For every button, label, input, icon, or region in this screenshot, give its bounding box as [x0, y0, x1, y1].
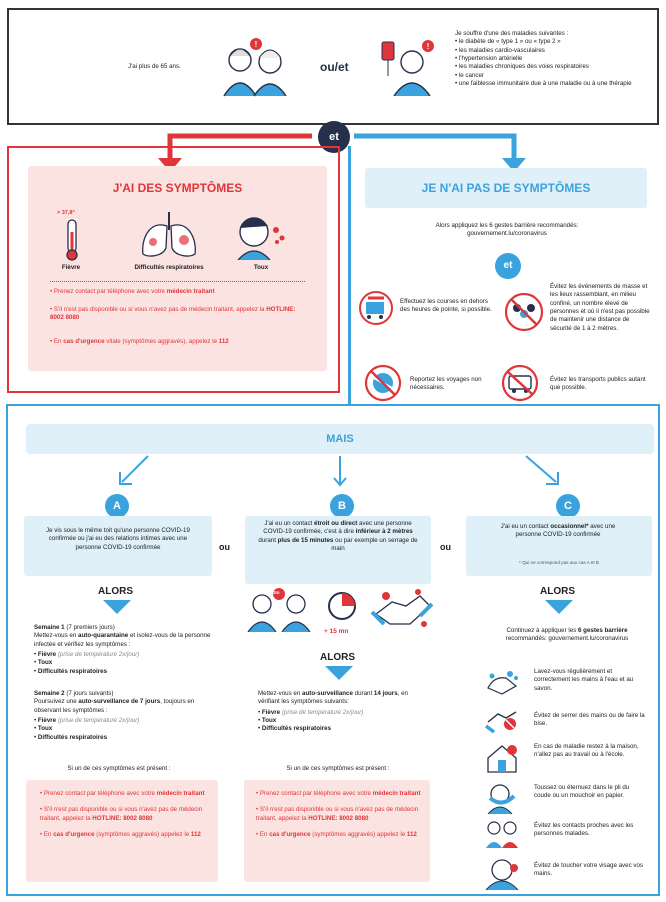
gesture-travel: Reportez les voyages non nécessaires. — [410, 376, 482, 392]
lungs-icon — [142, 212, 196, 257]
scenario-b-text: J'ai eu un contact étroit ou direct avec… — [258, 520, 418, 553]
ou-et-label: ou/et — [320, 60, 349, 74]
disease-item: • une faiblesse immunitaire due à une ma… — [455, 80, 632, 88]
symptoms-frame — [7, 146, 340, 393]
stay-home-icon — [487, 745, 517, 773]
scenario-c-text: J'ai eu un contact occasionnel* avec une… — [500, 523, 616, 539]
bus-forbidden-icon — [501, 364, 539, 402]
svg-text:!: ! — [427, 42, 430, 51]
gesture-crowds: Évitez les événements de masse et les li… — [550, 283, 650, 332]
gesture-face-touch: Évitez de toucher votre visage avec vos … — [534, 862, 644, 878]
scenario-c-badge: C — [556, 494, 580, 518]
patient-icon: ! — [381, 40, 434, 97]
symptom-breathing: Difficultés respiratoires — [134, 264, 204, 271]
mais-title: MAIS — [326, 433, 354, 445]
contact-frame — [6, 404, 660, 896]
scenario-a-badge: A — [105, 494, 129, 518]
gesture-no-handshake: Évitez de serrer des mains ou de faire l… — [534, 712, 645, 728]
thermometer-icon — [66, 219, 78, 261]
diseases-list: Je souffre d'une des maladies suivantes … — [455, 30, 645, 89]
travel-forbidden-icon — [364, 364, 402, 402]
alors-a-arrow — [103, 600, 131, 614]
age-text: J'ai plus de 65 ans. — [128, 63, 181, 70]
col-a-action-card — [26, 780, 218, 882]
clock-icon — [328, 592, 356, 620]
symptom-cough: Toux — [253, 264, 269, 271]
alors-c-arrow — [545, 600, 573, 614]
symptoms-card — [28, 166, 327, 371]
col-b-surveillance: Mettez-vous en auto-surveillance durant … — [258, 690, 408, 733]
gesture-stay-home: En cas de maladie restez à la maison, n'… — [534, 743, 639, 759]
disease-item: • les maladies chroniques des voies resp… — [455, 63, 589, 71]
time-label: + 15 mn — [324, 628, 349, 635]
shopping-cart-icon — [359, 291, 393, 325]
svg-text:!: ! — [255, 40, 258, 49]
disease-item: • les maladies cardio-vasculaires — [455, 46, 545, 54]
et-badge-blue: et — [495, 253, 521, 279]
cough-icon — [237, 217, 285, 260]
alors-b-label: ALORS — [320, 652, 355, 663]
alors-a-label: ALORS — [98, 586, 133, 597]
crowd-forbidden-icon — [504, 292, 544, 332]
temperature-label: > 37,8° — [57, 210, 75, 216]
col-c-intro: Continuez à appliquer les 6 gestes barri… — [505, 627, 629, 643]
scenario-b-badge: B — [330, 494, 354, 518]
handshake-icon — [370, 589, 434, 627]
sneeze-elbow-icon — [487, 784, 516, 814]
gesture-wash-hands: Lavez-vous régulièrement et correctement… — [534, 668, 634, 692]
col-b-if-present: Si un de ces symptômes est présent : — [286, 765, 390, 772]
scenario-c-card — [466, 516, 652, 576]
diseases-intro: Je souffre d'une des maladies suivantes … — [455, 30, 569, 37]
disease-item: • le diabète de « type 1 » ou « type 2 » — [455, 38, 561, 46]
scenario-arrows — [119, 455, 559, 487]
hand-washing-icon — [487, 671, 518, 695]
col-b-action-card — [244, 780, 430, 882]
disease-item: • le cancer — [455, 71, 484, 79]
symptom-fever: Fièvre — [61, 264, 81, 271]
branch-arrows — [158, 133, 526, 172]
gesture-shopping: Effectuez les courses en dehors des heur… — [400, 298, 492, 314]
no-symptoms-title: JE N'AI PAS DE SYMPTÔMES — [421, 181, 591, 195]
scenario-a-text: Je vis sous le même toit qu'une personne… — [46, 527, 190, 551]
col-b-actions: • Prenez contact par téléphone avec votr… — [256, 790, 421, 839]
col-a-week2: Semaine 2 (7 jours suivants) Poursuivez … — [34, 690, 195, 741]
contact-doctor-text: • Prenez contact par téléphone avec votr… — [50, 288, 215, 295]
gesture-transport: Évitez les transports publics autant que… — [550, 376, 646, 392]
col-a-actions: • Prenez contact par téléphone avec votr… — [40, 790, 205, 839]
separator — [50, 281, 305, 282]
elderly-couple-icon: ! — [223, 38, 287, 97]
blue-divider — [348, 146, 351, 404]
ou-label-1: ou — [219, 542, 230, 552]
scenario-b-card — [245, 516, 431, 584]
scenario-a-card — [24, 516, 212, 576]
alors-c-label: ALORS — [540, 586, 575, 597]
barrier-intro: Alors appliquez les 6 gestes barrière re… — [435, 222, 579, 238]
gesture-avoid-sick: Évitez les contacts proches avec les per… — [534, 822, 634, 838]
emergency-text: • En cas d'urgence vitale (symptômes agg… — [50, 338, 229, 345]
two-people-distance-icon — [247, 588, 311, 632]
gesture-sneeze: Toussez ou éternuez dans le pli du coude… — [534, 784, 630, 800]
ou-label-2: ou — [440, 542, 451, 552]
alors-b-arrow — [325, 666, 353, 680]
symptoms-title: J'AI DES SYMPTÔMES — [112, 181, 243, 195]
face-touch-icon — [485, 859, 519, 890]
col-a-week1: Semaine 1 (7 premiers jours) Mettez-vous… — [34, 624, 211, 675]
hotline-text: • S'il n'est pas disponible ou si vous n… — [50, 306, 296, 322]
disease-item: • l'hypertension artérielle — [455, 55, 523, 63]
avoid-sick-icon — [486, 821, 518, 848]
mais-bar — [26, 424, 654, 454]
col-a-if-present: Si un de ces symptômes est présent : — [67, 765, 171, 772]
distance-label: 2m — [273, 590, 280, 595]
no-handshake-icon — [484, 711, 517, 734]
scenario-c-note: * Qui ne correspond pas aux cas A et B — [519, 560, 599, 565]
no-symptoms-card — [365, 168, 647, 208]
